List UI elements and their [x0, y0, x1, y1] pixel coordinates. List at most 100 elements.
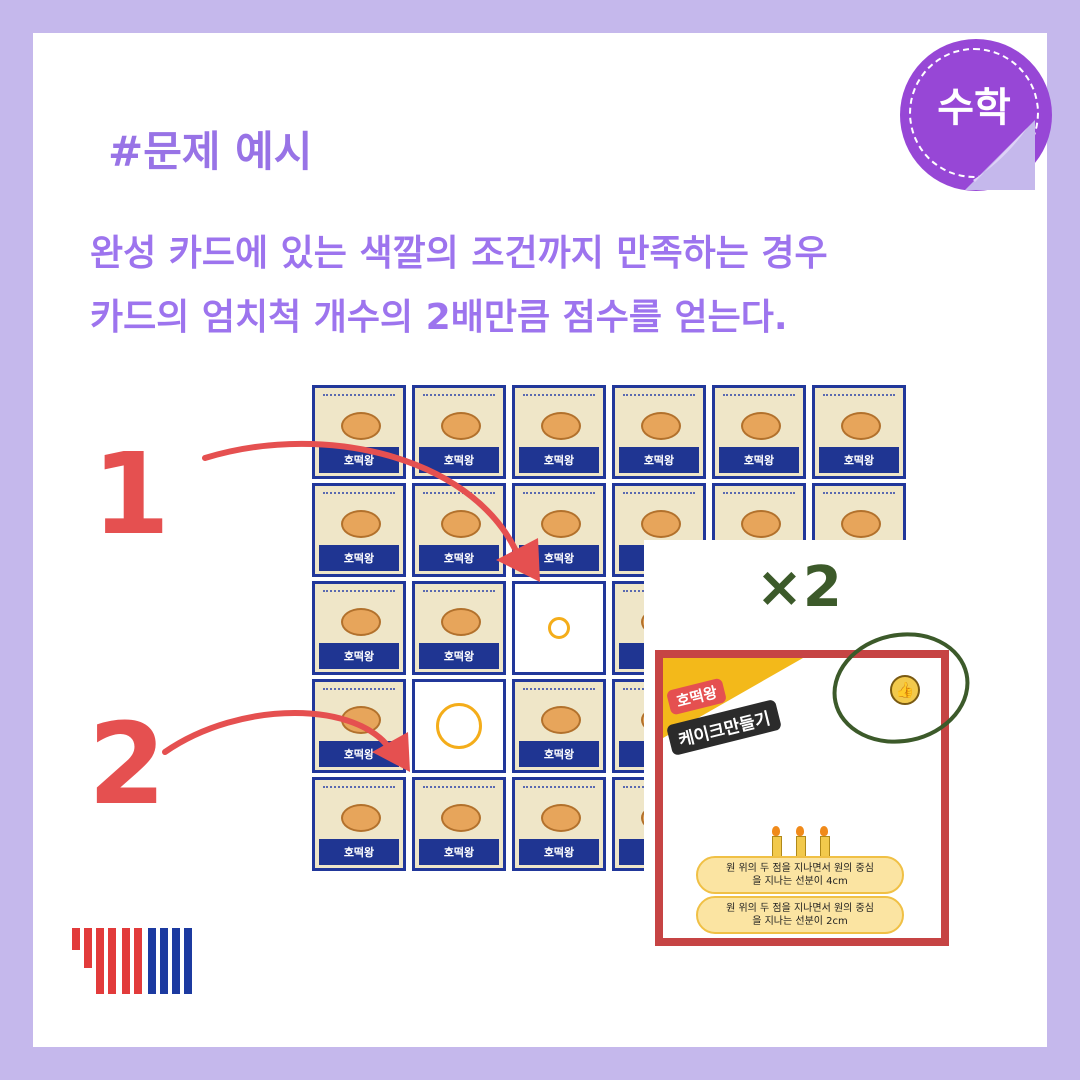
hotteok-card: 호떡왕: [412, 777, 506, 871]
card-face: [415, 682, 503, 770]
card-face: [515, 584, 603, 672]
hotteok-icon: [841, 412, 881, 440]
card-face: 호떡왕: [715, 388, 803, 476]
hotteok-icon: [441, 412, 481, 440]
card-label: 호떡왕: [419, 643, 499, 669]
step-number-2: 2: [88, 700, 166, 830]
hotteok-card: 호떡왕: [712, 385, 806, 479]
hotteok-icon: [441, 608, 481, 636]
card-ornament: [823, 492, 895, 500]
multiplier-label: ×2: [756, 555, 842, 620]
hotteok-card: 호떡왕: [312, 483, 406, 577]
hotteok-icon: [541, 412, 581, 440]
card-face: 호떡왕: [515, 682, 603, 770]
card-ornament: [623, 492, 695, 500]
hotteok-icon: [541, 510, 581, 538]
card-face: 호떡왕: [515, 388, 603, 476]
circle-mark: [548, 617, 570, 639]
card-label: 호떡왕: [319, 741, 399, 767]
card-label: 호떡왕: [419, 545, 499, 571]
card-face: 호떡왕: [815, 388, 903, 476]
card-face: 호떡왕: [415, 486, 503, 574]
hotteok-card: 호떡왕: [312, 777, 406, 871]
candle-flame-icon: [820, 826, 828, 836]
circle-mark: [436, 703, 482, 749]
hotteok-card: 호떡왕: [412, 385, 506, 479]
hotteok-card: 호떡왕: [312, 679, 406, 773]
hotteok-card: 호떡왕: [412, 581, 506, 675]
step-number-1: 1: [92, 430, 170, 560]
hotteok-icon: [341, 510, 381, 538]
ybm-logo: [72, 928, 192, 994]
hotteok-card: 호떡왕: [312, 581, 406, 675]
candle-flame-icon: [772, 826, 780, 836]
blank-card: [512, 581, 606, 675]
hotteok-icon: [641, 510, 681, 538]
card-ornament: [823, 394, 895, 402]
hotteok-icon: [641, 412, 681, 440]
card-label: 호떡왕: [719, 447, 799, 473]
hotteok-card: 호떡왕: [612, 385, 706, 479]
card-face: 호떡왕: [315, 486, 403, 574]
card-label: 호떡왕: [519, 447, 599, 473]
card-ornament: [723, 492, 795, 500]
card-ornament: [323, 688, 395, 696]
hotteok-icon: [341, 608, 381, 636]
card-label: 호떡왕: [319, 839, 399, 865]
card-label: 호떡왕: [319, 447, 399, 473]
hotteok-icon: [541, 706, 581, 734]
hotteok-icon: [741, 510, 781, 538]
card-ornament: [623, 394, 695, 402]
card-label: 호떡왕: [419, 839, 499, 865]
hotteok-icon: [341, 706, 381, 734]
hotteok-icon: [341, 412, 381, 440]
hotteok-card: 호떡왕: [512, 679, 606, 773]
card-face: 호떡왕: [315, 682, 403, 770]
rule-line-1: 완성 카드에 있는 색깔의 조건까지 만족하는 경우: [90, 233, 828, 274]
card-ornament: [323, 492, 395, 500]
card-ornament: [723, 394, 795, 402]
subject-tag-border: 수학: [909, 48, 1039, 178]
rule-line-2: 카드의 엄치척 개수의 2배만큼 점수를 얻는다.: [90, 297, 788, 338]
card-face: 호떡왕: [415, 584, 503, 672]
card-ornament: [523, 688, 595, 696]
card-ornament: [523, 786, 595, 794]
card-label: 호떡왕: [519, 839, 599, 865]
hotteok-card: 호떡왕: [812, 385, 906, 479]
hotteok-card: 호떡왕: [512, 777, 606, 871]
hotteok-card: 호떡왕: [412, 483, 506, 577]
card-ornament: [323, 590, 395, 598]
card-face: 호떡왕: [315, 780, 403, 868]
card-ornament: [423, 394, 495, 402]
thumbs-up-icon: 👍: [890, 675, 920, 705]
card-ornament: [423, 786, 495, 794]
card-face: 호떡왕: [415, 780, 503, 868]
page-curl-icon: [965, 120, 1035, 190]
condition-line: 을 지나는 선분이 2cm: [752, 916, 848, 927]
card-label: 호떡왕: [619, 447, 699, 473]
card-label: 호떡왕: [519, 741, 599, 767]
card-label: 호떡왕: [319, 643, 399, 669]
condition-line: 원 위의 두 점을 지나면서 원의 중심: [726, 863, 874, 874]
hotteok-card: 호떡왕: [312, 385, 406, 479]
card-ornament: [523, 394, 595, 402]
card-label: 호떡왕: [419, 447, 499, 473]
highlight-circle: [832, 632, 970, 744]
hotteok-icon: [841, 510, 881, 538]
hotteok-card: 호떡왕: [512, 385, 606, 479]
rule-description: 완성 카드에 있는 색깔의 조건까지 만족하는 경우 카드의 엄치척 개수의 2…: [90, 222, 828, 350]
card-ornament: [423, 590, 495, 598]
page-heading: #문제 예시: [108, 127, 313, 176]
card-label: 호떡왕: [819, 447, 899, 473]
card-face: 호떡왕: [515, 780, 603, 868]
condition-line: 을 지나는 선분이 4cm: [752, 876, 848, 887]
card-ornament: [523, 492, 595, 500]
hotteok-icon: [441, 510, 481, 538]
candle-flame-icon: [796, 826, 804, 836]
card-face: 호떡왕: [315, 584, 403, 672]
hotteok-icon: [441, 804, 481, 832]
card-ornament: [323, 394, 395, 402]
